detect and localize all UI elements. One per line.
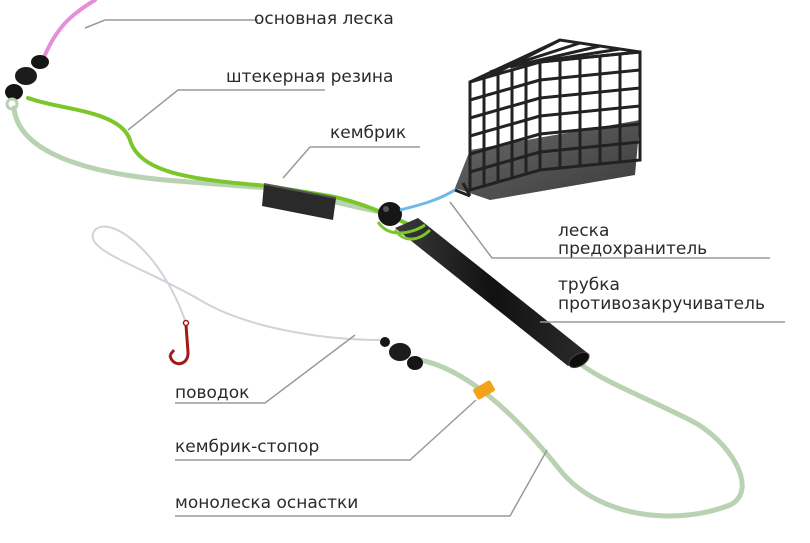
callout-safety-line bbox=[449, 201, 770, 259]
bead-icon bbox=[378, 202, 402, 226]
main-line bbox=[43, 0, 97, 57]
callout-leader bbox=[175, 334, 356, 404]
label-main-line: основная леска bbox=[254, 9, 394, 29]
gum-knot bbox=[376, 221, 432, 241]
hook-icon bbox=[168, 319, 190, 366]
leader-line bbox=[91, 225, 381, 341]
cambric-sleeve bbox=[262, 183, 337, 220]
label-feeder-gum: штекерная резина bbox=[226, 67, 393, 87]
callout-feeder-gum bbox=[127, 89, 325, 131]
label-mono-rig: монолеска оснастки bbox=[175, 493, 358, 513]
label-anti-tangle-2: противозакручиватель bbox=[558, 294, 765, 314]
safety-line bbox=[399, 186, 459, 212]
label-cambric-stopper: кембрик-стопор bbox=[175, 437, 319, 457]
cambric-stopper-piece bbox=[473, 380, 495, 400]
feeder-gum-line bbox=[26, 96, 422, 232]
callout-main-line bbox=[84, 19, 258, 29]
swivel-top-icon bbox=[5, 55, 49, 111]
label-anti-tangle-1: трубка bbox=[558, 275, 620, 295]
label-cambric: кембрик bbox=[330, 123, 406, 143]
rig-mono-loop bbox=[417, 357, 745, 519]
anti-tangle-tube bbox=[395, 218, 590, 369]
label-safety-line-2: предохранитель bbox=[558, 239, 707, 259]
callout-stopper bbox=[175, 399, 477, 461]
label-safety-line-1: леска bbox=[558, 221, 609, 241]
label-leader: поводок bbox=[175, 383, 249, 403]
feeder-cage-icon bbox=[454, 38, 642, 200]
callout-cambric bbox=[282, 146, 420, 179]
callout-mono-rig bbox=[175, 449, 548, 517]
bead-highlight bbox=[383, 206, 389, 212]
swivel-mid-icon bbox=[380, 337, 423, 370]
callout-lines bbox=[84, 19, 785, 517]
